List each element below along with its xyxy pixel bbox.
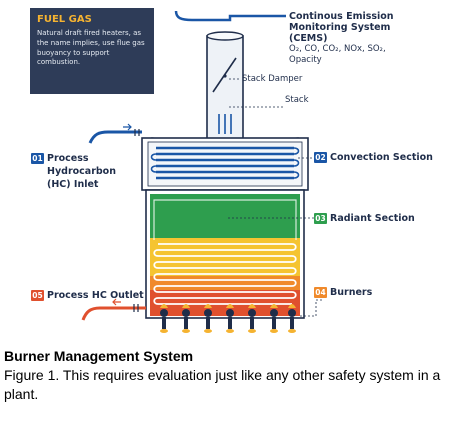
cems-species: O₂, CO, CO₂, NOx, SO₂, — [289, 44, 386, 54]
damper-pivot — [223, 74, 227, 78]
cems-label-line2: Monitoring System — [289, 22, 391, 33]
burner — [182, 304, 190, 333]
burner — [226, 304, 234, 333]
burners-leader — [300, 299, 322, 317]
cems-sample-line — [174, 10, 286, 22]
radiant-coils — [153, 243, 297, 305]
hc-inlet-line3: (HC) Inlet — [47, 179, 99, 190]
burner — [204, 304, 212, 333]
stack-label: Stack — [285, 95, 309, 105]
radiant-tube-outline — [153, 199, 297, 240]
stack-damper-label: Stack Damper — [242, 74, 303, 84]
hc-outlet-text: Process HC Outlet — [47, 290, 144, 301]
convection-text: Convection Section — [330, 152, 433, 163]
marker-03: 03 — [314, 213, 327, 224]
fuel-gas-title: FUEL GAS — [37, 14, 92, 25]
caption-body: Figure 1. This requires evaluation just … — [4, 367, 441, 402]
cems-label-line3: (CEMS) — [289, 33, 328, 44]
hc-outlet-pipe — [81, 306, 146, 321]
marker-01: 01 — [31, 153, 44, 164]
marker-02: 02 — [314, 152, 327, 163]
cems-opacity: Opacity — [289, 55, 322, 65]
hc-inlet-line1: Process — [47, 153, 89, 164]
caption-title: Burner Management System — [4, 348, 194, 364]
radiant-zone — [150, 194, 300, 238]
burner — [160, 304, 168, 333]
hc-inlet-pipe — [88, 130, 142, 144]
convection-coils — [156, 146, 294, 180]
cems-label-line1: Continous Emission — [289, 11, 394, 22]
stack-top — [206, 31, 244, 41]
orange-zone — [150, 276, 300, 290]
burners — [160, 304, 296, 333]
fired-heater-diagram — [81, 10, 322, 333]
marker-04: 04 — [314, 287, 327, 298]
burner — [248, 304, 256, 333]
fuel-gas-box: FUEL GAS Natural draft fired heaters, as… — [30, 8, 154, 94]
hc-inlet-line2: Hydrocarbon — [47, 166, 116, 177]
burners-text: Burners — [330, 287, 373, 298]
burner — [288, 304, 296, 333]
radiant-text: Radiant Section — [330, 213, 415, 224]
burner — [270, 304, 278, 333]
marker-05: 05 — [31, 290, 44, 301]
fuel-gas-description: Natural draft fired heaters, as the name… — [37, 29, 145, 67]
